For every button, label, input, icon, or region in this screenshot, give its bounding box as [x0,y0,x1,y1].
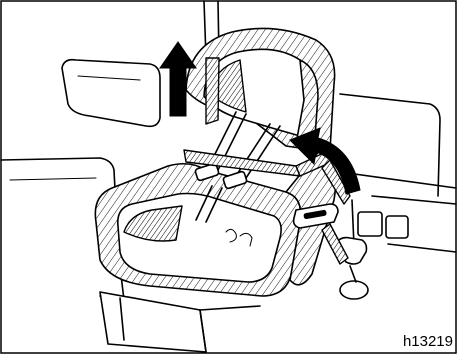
figure-code: h13219 [403,333,453,350]
